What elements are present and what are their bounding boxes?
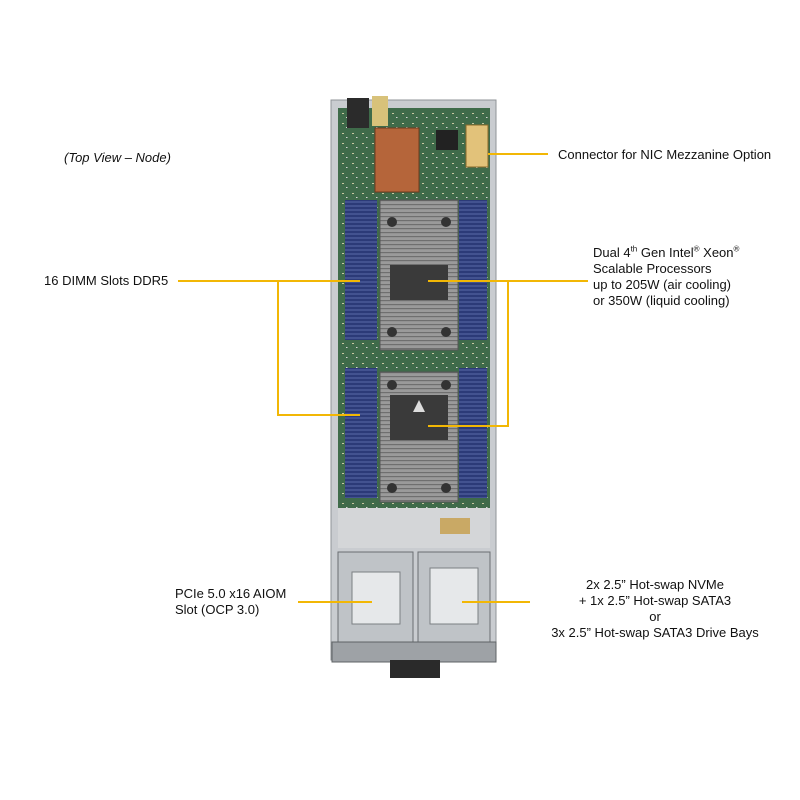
processors-line2: Scalable Processors	[593, 261, 712, 276]
aiom-line2: Slot (OCP 3.0)	[175, 602, 260, 617]
processors-callout: Dual 4th Gen Intel® Xeon® Scalable Proce…	[593, 245, 739, 309]
processors-line1-b: Gen Intel	[637, 245, 694, 260]
drive-bays-line4: 3x 2.5” Hot-swap SATA3 Drive Bays	[551, 625, 759, 640]
nic-mezzanine-connector	[465, 124, 489, 168]
top-connector	[347, 98, 369, 128]
processors-line1-a: Dual 4	[593, 245, 631, 260]
dimm-bank-upper-right	[459, 200, 487, 340]
drive-bays-line3: or	[649, 609, 661, 624]
processors-line4: or 350W (liquid cooling)	[593, 293, 730, 308]
processors-line1-c: Xeon	[699, 245, 734, 260]
drive-bays-line1: 2x 2.5” Hot-swap NVMe	[586, 577, 724, 592]
aiom-slot-callout: PCIe 5.0 x16 AIOM Slot (OCP 3.0)	[175, 586, 286, 618]
nic-connector-callout: Connector for NIC Mezzanine Option	[558, 147, 772, 162]
drive-bays-callout: 2x 2.5” Hot-swap NVMe + 1x 2.5” Hot-swap…	[535, 577, 775, 641]
front-panel	[331, 641, 497, 663]
view-label: (Top View – Node)	[64, 150, 171, 165]
processors-line1: Dual 4th Gen Intel® Xeon®	[593, 245, 739, 261]
dimm-bank-lower-right	[459, 368, 487, 498]
processors-sup-reg1: ®	[693, 244, 700, 254]
processors-sup-reg2: ®	[733, 244, 740, 254]
leader-lines	[178, 153, 588, 603]
copper-heatsink	[374, 127, 420, 193]
processors-sup-th: th	[630, 244, 638, 254]
dimm-bank-upper-left	[345, 200, 377, 340]
processors-line3: up to 205W (air cooling)	[593, 277, 732, 292]
aiom-line1: PCIe 5.0 x16 AIOM	[175, 586, 287, 601]
dimm-bank-lower-left	[345, 368, 377, 498]
dimm-slots-callout: 16 DIMM Slots DDR5	[44, 273, 169, 288]
drive-bays-line2: + 1x 2.5” Hot-swap SATA3	[578, 593, 732, 608]
